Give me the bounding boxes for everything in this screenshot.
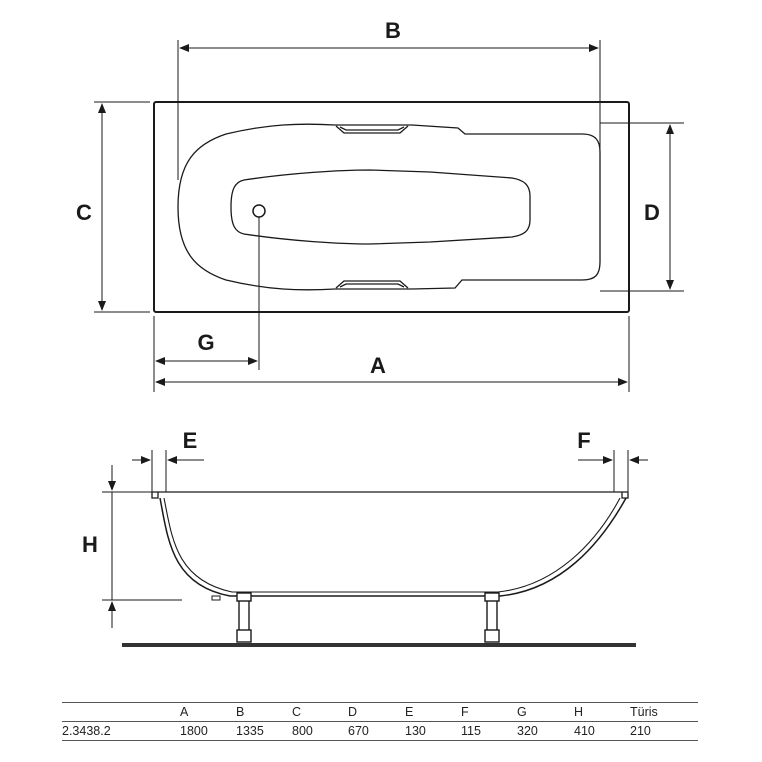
drain-circle <box>252 204 266 218</box>
table-cell: 210 <box>630 724 651 738</box>
top-view <box>153 101 630 313</box>
tub-outer-rim <box>153 101 630 313</box>
tub-side-shell-outer <box>159 497 627 597</box>
header-cell: E <box>405 705 414 719</box>
table-cell: 800 <box>292 724 313 738</box>
table-cell: 320 <box>517 724 538 738</box>
label-f: F <box>577 428 590 453</box>
rim-left-lip <box>151 492 159 499</box>
label-e: E <box>183 428 198 453</box>
floor-line <box>122 643 636 647</box>
label-h: H <box>82 532 98 557</box>
table-cell: 130 <box>405 724 426 738</box>
handle-top <box>335 125 409 134</box>
header-cell: H <box>574 705 584 719</box>
header-cell: F <box>461 705 469 719</box>
header-cell <box>62 703 180 722</box>
header-cell: A <box>180 705 189 719</box>
label-d: D <box>644 200 660 225</box>
handle-bottom <box>335 280 409 289</box>
header-cell: G <box>517 705 527 719</box>
leg-right <box>484 592 500 643</box>
dimensions-table: A B C D E F G H Türis 2.3438.2 1800 1335… <box>62 702 698 741</box>
table-header-row: A B C D E F G H Türis <box>62 702 698 722</box>
table-cell: 115 <box>461 724 481 738</box>
header-cell: D <box>348 705 358 719</box>
tub-side-shell-inner <box>163 497 621 593</box>
tub-inner-basin <box>177 123 601 291</box>
table-row: 2.3438.2 1800 1335 800 670 130 115 320 4… <box>62 721 698 741</box>
table-cell: 1335 <box>236 724 264 738</box>
top-view-dimensions <box>94 40 684 392</box>
label-b: B <box>385 18 401 43</box>
drain-fitting <box>211 595 221 601</box>
label-a: A <box>370 353 386 378</box>
model-code-cell: 2.3438.2 <box>62 724 111 738</box>
side-view <box>151 491 629 643</box>
tub-floor-outline <box>230 169 531 245</box>
label-c: C <box>76 200 92 225</box>
table-cell: 410 <box>574 724 595 738</box>
header-cell: C <box>292 705 302 719</box>
label-g: G <box>197 330 214 355</box>
leg-left <box>236 592 252 643</box>
header-cell: B <box>236 705 245 719</box>
table-cell: 1800 <box>180 724 208 738</box>
table-cell: 670 <box>348 724 369 738</box>
side-view-dimensions <box>102 450 648 628</box>
header-cell: Türis <box>630 705 658 719</box>
rim-right-lip <box>621 492 629 499</box>
